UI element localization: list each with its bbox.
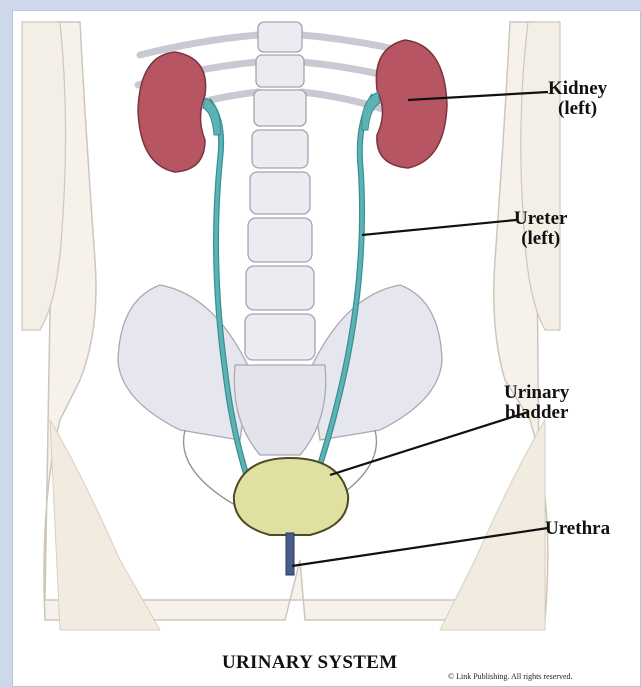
bladder-label-line2: bladder xyxy=(504,403,569,423)
copyright-notice: © Link Publishing. All rights reserved. xyxy=(448,672,573,681)
spine xyxy=(245,22,315,360)
kidney-label-line1: Kidney xyxy=(548,79,607,99)
urethra-label: Urethra xyxy=(545,519,610,539)
ureter-leader xyxy=(362,220,516,235)
urethra-label-line1: Urethra xyxy=(545,519,610,539)
bladder-shape xyxy=(234,458,348,535)
ureter-label: Ureter (left) xyxy=(514,209,567,249)
right-iliac-bone xyxy=(310,285,442,440)
right-kidney xyxy=(138,52,206,172)
bladder-label: Urinary bladder xyxy=(504,383,569,423)
urethra-shape xyxy=(286,533,294,575)
left-renal-pelvis xyxy=(362,92,380,130)
sacrum xyxy=(234,365,325,455)
right-thigh xyxy=(440,420,545,630)
right-renal-pelvis xyxy=(203,98,220,135)
left-thigh xyxy=(50,420,160,630)
bladder-label-line1: Urinary xyxy=(504,383,569,403)
ureter-label-line2: (left) xyxy=(514,229,567,249)
kidney-label: Kidney (left) xyxy=(548,79,607,119)
left-kidney xyxy=(376,40,447,168)
kidney-label-line2: (left) xyxy=(548,99,607,119)
diagram-caption: URINARY SYSTEM xyxy=(222,652,397,674)
ureter-label-line1: Ureter xyxy=(514,209,567,229)
